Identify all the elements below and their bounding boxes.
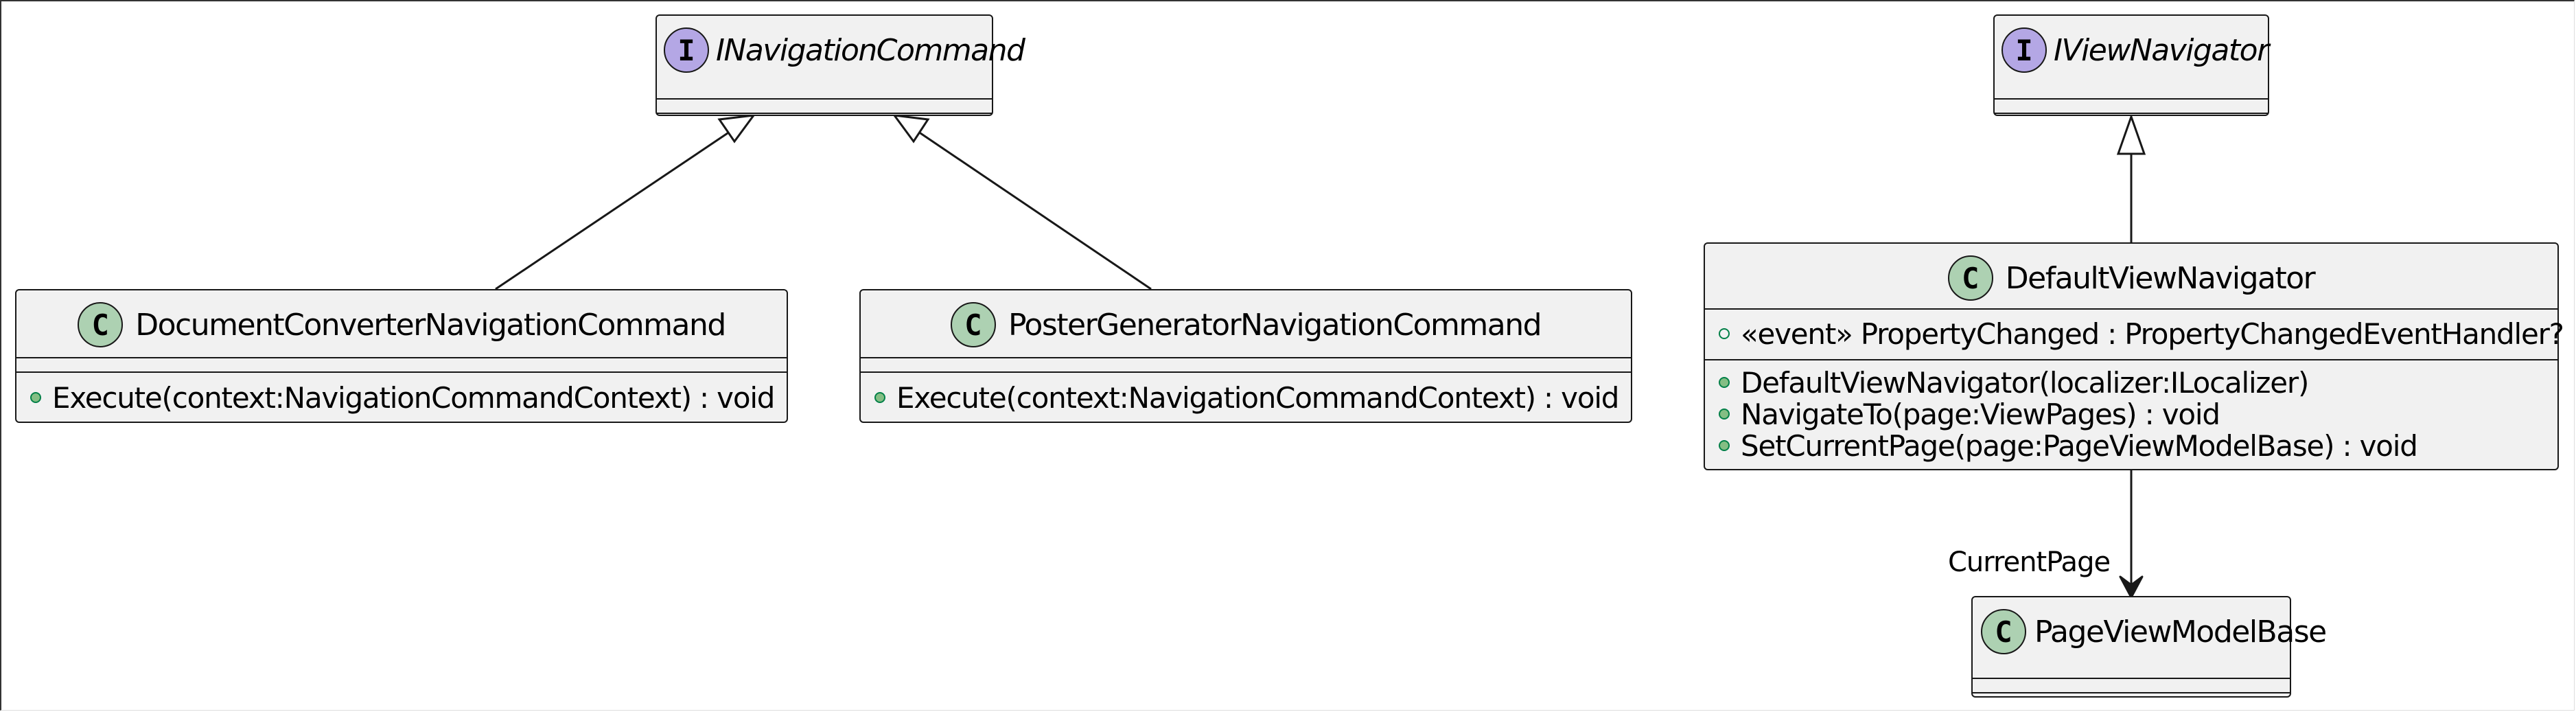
- class-postergeneratornavigationcommand: C PosterGeneratorNavigationCommand Execu…: [859, 289, 1632, 423]
- attributes-divider: [657, 98, 992, 100]
- method-constructor: DefaultViewNavigator(localizer:ILocalize…: [1719, 365, 2309, 400]
- methods-divider: [1705, 359, 2557, 360]
- class-name: DocumentConverterNavigationCommand: [135, 307, 726, 343]
- public-method-icon: [874, 392, 885, 403]
- association-arrowhead-current-page: [2119, 575, 2144, 599]
- realization-line-poster-generator: [918, 130, 1152, 290]
- fields-divider: [1705, 308, 2557, 310]
- method-signature: NavigateTo(page:ViewPages) : void: [1741, 397, 2220, 431]
- interface-name: IViewNavigator: [2054, 32, 2269, 68]
- interface-iviewnavigator: I IViewNavigator: [1993, 14, 2269, 116]
- class-icon: C: [1981, 609, 2026, 654]
- realization-arrowhead-inavigationcommand-right: [892, 114, 930, 143]
- realization-arrowhead-iviewnavigator: [2116, 113, 2146, 155]
- attributes-divider: [16, 357, 787, 358]
- methods-divider: [16, 371, 787, 373]
- method-execute: Execute(context:NavigationCommandContext…: [874, 380, 1619, 415]
- class-name: PosterGeneratorNavigationCommand: [1008, 307, 1542, 343]
- public-method-icon: [30, 392, 41, 403]
- method-signature: SetCurrentPage(page:PageViewModelBase) :…: [1741, 428, 2418, 463]
- attributes-divider: [861, 357, 1631, 358]
- public-field-icon: [1719, 328, 1730, 339]
- association-label-current-page: CurrentPage: [1948, 547, 2111, 578]
- method-signature: Execute(context:NavigationCommandContext…: [52, 380, 775, 415]
- methods-divider: [861, 371, 1631, 373]
- public-method-icon: [1719, 440, 1730, 451]
- public-method-icon: [1719, 377, 1730, 388]
- interface-icon: I: [664, 27, 709, 73]
- method-navigate-to: NavigateTo(page:ViewPages) : void: [1719, 397, 2220, 431]
- class-name: PageViewModelBase: [2034, 614, 2327, 650]
- class-pageviewmodelbase: C PageViewModelBase: [1971, 596, 2327, 698]
- class-icon: C: [1947, 255, 1993, 301]
- attributes-divider: [1995, 98, 2268, 100]
- interface-name: INavigationCommand: [716, 32, 1025, 68]
- method-execute: Execute(context:NavigationCommandContext…: [30, 380, 775, 415]
- field-property-changed: «event» PropertyChanged : PropertyChange…: [1719, 317, 2564, 351]
- methods-divider: [1995, 113, 2268, 114]
- class-name: DefaultViewNavigator: [2005, 260, 2316, 296]
- class-defaultviewnavigator: C DefaultViewNavigator «event» PropertyC…: [1704, 242, 2564, 470]
- methods-divider: [1973, 692, 2290, 693]
- realization-line-document-converter: [495, 130, 730, 290]
- method-signature: Execute(context:NavigationCommandContext…: [896, 380, 1619, 415]
- method-set-current-page: SetCurrentPage(page:PageViewModelBase) :…: [1719, 428, 2418, 463]
- class-documentconverternavigationcommand: C DocumentConverterNavigationCommand Exe…: [15, 289, 788, 423]
- public-method-icon: [1719, 409, 1730, 420]
- methods-divider: [657, 113, 992, 114]
- class-icon: C: [78, 302, 124, 347]
- class-icon: C: [950, 302, 996, 347]
- field-signature: «event» PropertyChanged : PropertyChange…: [1741, 317, 2564, 351]
- interface-inavigationcommand: I INavigationCommand: [655, 14, 1025, 116]
- attributes-divider: [1973, 678, 2290, 679]
- interface-icon: I: [2001, 27, 2047, 73]
- realization-arrowhead-inavigationcommand-left: [717, 114, 756, 143]
- method-signature: DefaultViewNavigator(localizer:ILocalize…: [1741, 365, 2309, 400]
